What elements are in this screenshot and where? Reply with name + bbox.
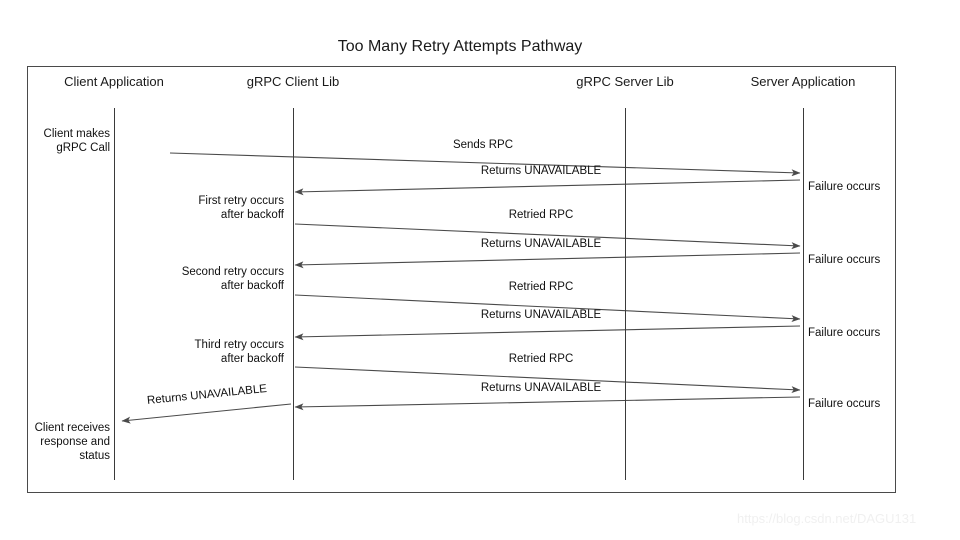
message-label-returns-unavailable-4: Returns UNAVAILABLE xyxy=(480,382,602,394)
lifeline-server-application xyxy=(803,108,804,480)
page-title: Too Many Retry Attempts Pathway xyxy=(337,38,583,55)
message-arrow-returns-unavailable-2 xyxy=(294,252,801,269)
message-arrow-retried-rpc-2 xyxy=(294,294,801,323)
message-label-returns-unavailable-3: Returns UNAVAILABLE xyxy=(480,309,602,321)
actor-label-grpc-server-lib: gRPC Server Lib xyxy=(576,74,674,89)
note-failure-4: Failure occurs xyxy=(808,398,881,410)
lifeline-grpc-client-lib xyxy=(293,108,294,480)
message-arrow-sends-rpc xyxy=(169,152,801,177)
diagram-frame xyxy=(27,66,896,493)
message-arrow-group xyxy=(121,152,801,424)
message-arrow-returns-unavailable-4 xyxy=(294,396,801,411)
note-second-retry: Second retry occurs after backoff xyxy=(181,266,284,292)
actor-label-grpc-client-lib: gRPC Client Lib xyxy=(246,74,340,89)
lifeline-client-application xyxy=(114,108,115,480)
note-failure-3: Failure occurs xyxy=(808,327,881,339)
actor-label-client-application: Client Application xyxy=(64,74,164,89)
note-client-receives: Client receives response and status xyxy=(34,422,110,462)
message-label-retried-rpc-3: Retried RPC xyxy=(508,353,574,365)
message-label-sends-rpc: Sends RPC xyxy=(452,139,514,151)
message-label-retried-rpc-1: Retried RPC xyxy=(508,209,574,221)
message-label-retried-rpc-2: Retried RPC xyxy=(508,281,574,293)
note-third-retry: Third retry occurs after backoff xyxy=(194,339,284,365)
message-arrow-retried-rpc-1 xyxy=(294,223,801,250)
message-arrow-returns-unavailable-1 xyxy=(294,179,801,196)
message-arrow-returns-unavailable-3 xyxy=(294,325,801,341)
message-arrow-retried-rpc-3 xyxy=(294,366,801,394)
note-client-makes-call: Client makes gRPC Call xyxy=(43,128,110,154)
lifeline-grpc-server-lib xyxy=(625,108,626,480)
note-failure-1: Failure occurs xyxy=(808,181,881,193)
message-label-returns-unavailable-1: Returns UNAVAILABLE xyxy=(480,165,602,177)
watermark: https://blog.csdn.net/DAGU131 xyxy=(737,511,917,526)
note-failure-2: Failure occurs xyxy=(808,254,881,266)
message-arrow-returns-unavailable-client xyxy=(121,403,292,424)
message-label-returns-unavailable-2: Returns UNAVAILABLE xyxy=(480,238,602,250)
actor-label-server-application: Server Application xyxy=(750,74,856,89)
note-first-retry: First retry occurs after backoff xyxy=(198,195,284,221)
